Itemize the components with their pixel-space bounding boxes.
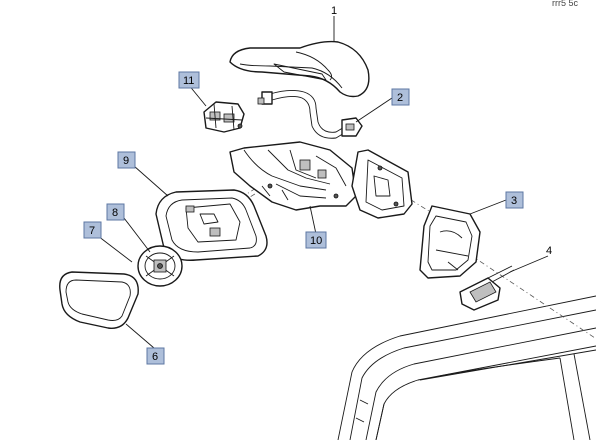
callout-4: 4: [546, 245, 552, 257]
wire-harness: [257, 89, 363, 139]
mirror-cover-cap: [229, 40, 370, 98]
mount-plate: [351, 149, 413, 219]
callout-11: 11: [178, 71, 200, 89]
callout-label: 2: [397, 92, 403, 104]
callout-label: 3: [511, 195, 517, 207]
callout-10: 10: [305, 231, 327, 249]
callout-2: 2: [391, 88, 410, 106]
callout-label: 6: [152, 351, 158, 363]
mirror-bezel: [155, 189, 268, 261]
mirror-actuator: [137, 245, 183, 287]
door-seal: [419, 205, 481, 279]
callout-label: 10: [310, 235, 322, 247]
callout-label: 8: [112, 207, 118, 219]
callout-9: 9: [117, 151, 136, 169]
callout-label: 11: [183, 75, 194, 87]
connector-module: [203, 101, 245, 133]
mirror-housing: [229, 141, 357, 211]
callout-3: 3: [505, 191, 524, 209]
mirror-glass: [59, 271, 139, 329]
callout-7: 7: [83, 221, 102, 239]
callout-label: 4: [546, 245, 552, 257]
corner-code: rrr5 5c: [552, 0, 579, 8]
fastener: [459, 265, 515, 311]
callout-label: 1: [331, 5, 337, 17]
callout-1: 1: [331, 5, 337, 17]
callout-6: 6: [146, 347, 165, 365]
callout-8: 8: [106, 203, 125, 221]
callout-label: 7: [89, 225, 95, 237]
callout-label: 9: [123, 155, 129, 167]
door-frame: [337, 295, 596, 440]
